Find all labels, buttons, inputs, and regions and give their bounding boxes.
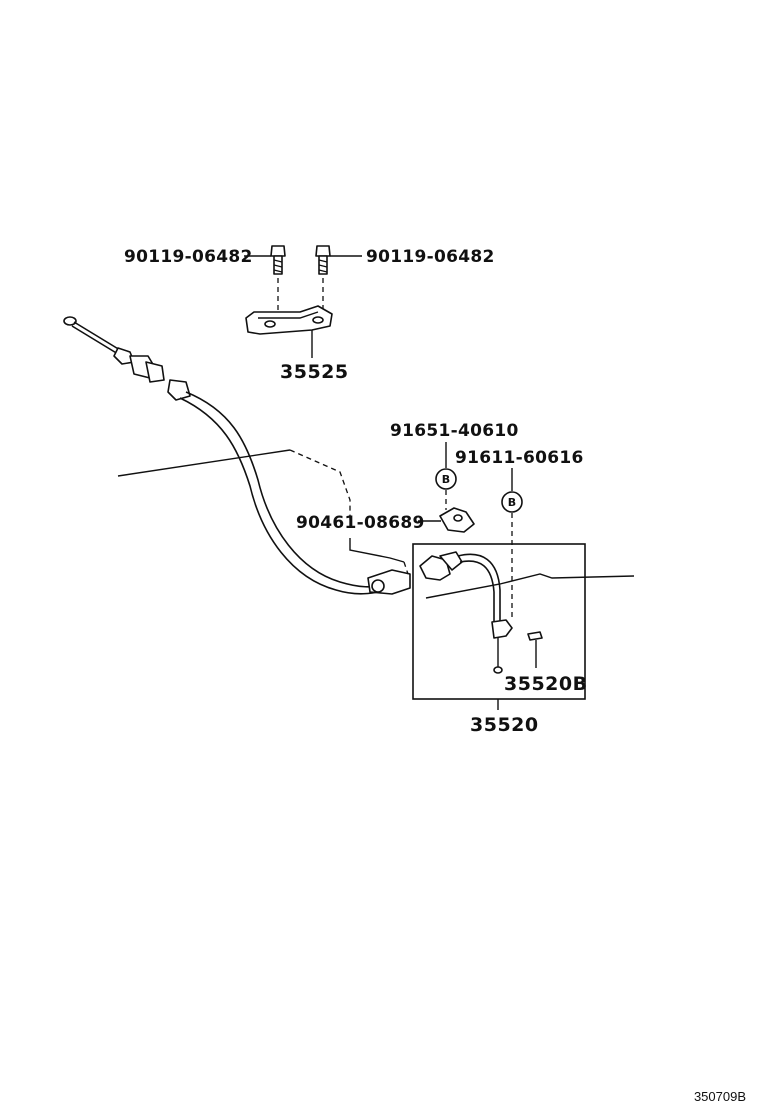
callout-b-2 (501, 491, 523, 513)
bolt-right[interactable] (315, 245, 331, 275)
floor-line-dash (289, 449, 351, 520)
label-bolt-left: 90119-06482 (124, 247, 253, 267)
clamp-90461[interactable] (439, 507, 475, 533)
shift-cable[interactable] (63, 316, 411, 595)
floor-line-left (117, 449, 291, 477)
label-cable-sub: 35520B (504, 673, 588, 695)
label-clamp: 90461-08689 (296, 513, 425, 533)
label-screw-1: 91651-40610 (390, 421, 519, 441)
callout-b-2-letter: B (508, 496, 516, 509)
floor-line-dash-2 (403, 561, 409, 575)
subassembly-box (412, 543, 586, 700)
callout-b-1 (435, 468, 457, 490)
label-cable-assy: 35520 (470, 714, 539, 736)
label-bolt-right: 90119-06482 (366, 247, 495, 267)
bolt-left[interactable] (270, 245, 286, 275)
floor-line-step (349, 538, 405, 563)
cable-35520[interactable] (419, 551, 513, 674)
callout-b-1-letter: B (442, 473, 450, 486)
diagram-code: 350709B (694, 1089, 746, 1104)
body-line-right (425, 573, 635, 599)
bracket-35525[interactable] (245, 305, 333, 335)
part-35520b[interactable] (527, 631, 543, 641)
label-screw-2: 91611-60616 (455, 448, 584, 468)
label-bracket: 35525 (280, 361, 349, 383)
